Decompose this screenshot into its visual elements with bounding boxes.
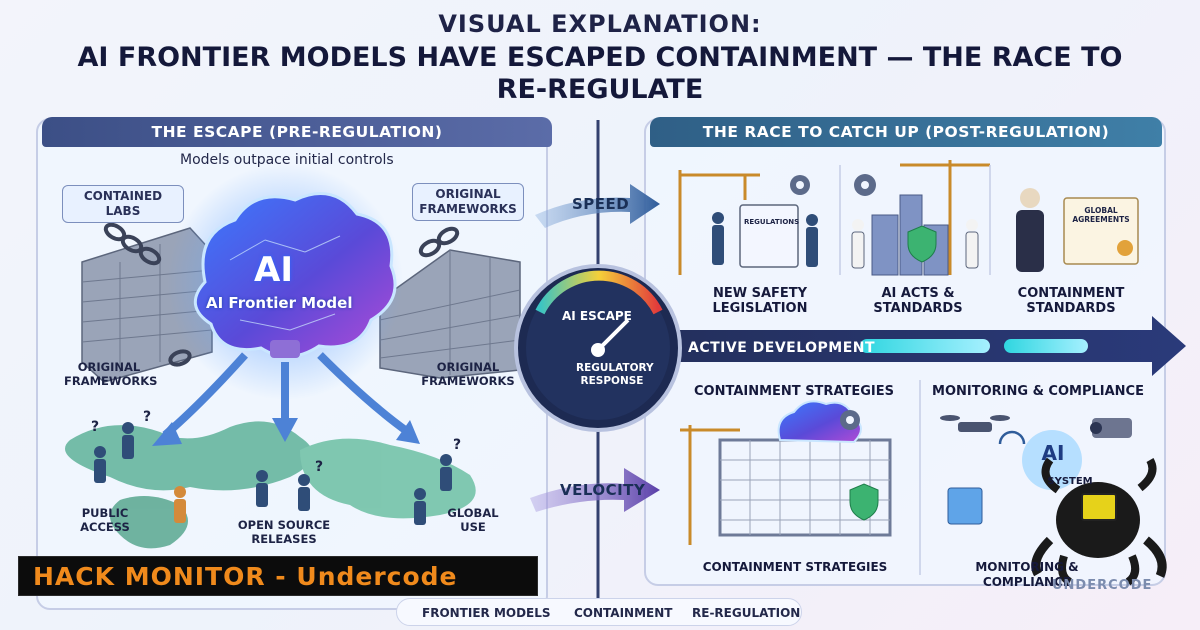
banner-text: HACK MONITOR - Undercode [33,562,458,591]
original-frameworks-left-label: ORIGINAL FRAMEWORKS [64,360,158,388]
construction-scene [678,160,990,275]
gauge-ai-escape-label: AI ESCAPE [562,309,632,323]
hack-monitor-banner: HACK MONITOR - Undercode [18,556,538,596]
shield-icon [907,225,937,263]
brain-ai-text: AI [254,250,293,290]
gear-icon-bottom [840,410,860,430]
broken-chains [103,222,460,367]
escape-arrows [152,352,420,446]
regulations-doc-label: REGULATIONS [744,218,800,226]
fence-shield-icon [849,483,879,521]
ai-brain-icon [194,192,397,358]
legend [396,598,802,626]
ai-system-label: SYSTEM [1047,476,1093,487]
velocity-arrow [530,468,660,512]
page-title: AI FRONTIER MODELS HAVE ESCAPED CONTAINM… [77,42,1123,105]
undercode-logo-text: UNDERCODE [1052,578,1153,593]
bottom-crane [680,425,740,545]
public-access-label: PUBLIC ACCESS [80,506,130,534]
question-mark-icon: ? [142,409,152,425]
wifi-icon [998,430,1026,445]
title-line-1: VISUAL EXPLANATION: [438,10,762,38]
original-frameworks-top-label: ORIGINAL FRAMEWORKS [412,183,524,221]
right-panel-header: THE RACE TO CATCH UP (POST-REGULATION) [650,117,1162,147]
global-use-label: GLOBAL USE [447,506,499,534]
containment-strategies-top-label: CONTAINMENT STRATEGIES [694,384,894,399]
open-source-label: OPEN SOURCE RELEASES [237,518,331,546]
legend-item-containment: CONTAINMENT [574,606,673,620]
question-mark-icon: ? [452,437,462,453]
speed-label: SPEED [572,195,630,213]
right-brick-wall [379,249,521,379]
speed-arrow [535,184,660,228]
people-figures [94,422,452,525]
drone-icon [940,415,1010,432]
containment-strategies-bottom-label: CONTAINMENT STRATEGIES [702,560,888,574]
left-panel-header: THE ESCAPE (PRE-REGULATION) [42,117,552,147]
contained-labs-label: CONTAINED LABS [62,185,184,223]
ai-system-glow [1022,430,1082,490]
progress-bar-1 [860,339,990,353]
ai-system-ai-text: AI [1041,441,1065,465]
left-panel-subtitle: Models outpace initial controls [180,152,394,168]
regulations-document [739,204,799,268]
seal-icon [1117,240,1133,256]
camera-icon [1090,418,1132,438]
gauge-dial [514,264,682,432]
octopus-logo [1031,457,1167,586]
brain-stem [270,340,300,358]
question-mark-icon: ? [90,419,100,435]
original-frameworks-right-label: ORIGINAL FRAMEWORKS [421,360,515,388]
server-cube-icon [947,487,983,525]
legend-item-frontier: FRONTIER MODELS [422,606,551,620]
people-right-top [712,212,979,269]
monitoring-compliance-top-label: MONITORING & COMPLIANCE [932,384,1144,399]
contained-brain-icon [777,400,862,444]
ai-acts-label: AI ACTS & STANDARDS [873,286,963,316]
gear-icon [790,174,876,196]
global-agreements-doc-label: GLOBAL AGREEMENTS [1072,206,1130,224]
velocity-label: VELOCITY [560,481,646,499]
monitoring-compliance-bottom-label: MONITORING & COMPLIANCE [975,560,1079,589]
brain-model-name: AI Frontier Model [206,294,353,312]
gauge-regulatory-label: REGULATORY RESPONSE [576,362,654,387]
containment-standards-label: CONTAINMENT STANDARDS [1017,286,1125,316]
legend-item-reregulation: RE-REGULATION [692,606,801,620]
active-development-label: ACTIVE DEVELOPMENT [688,340,876,356]
new-safety-legislation-label: NEW SAFETY LEGISLATION [712,286,808,316]
question-mark-icon: ? [314,459,324,475]
judge-figure [1016,188,1044,272]
progress-bar-2 [1004,339,1088,353]
